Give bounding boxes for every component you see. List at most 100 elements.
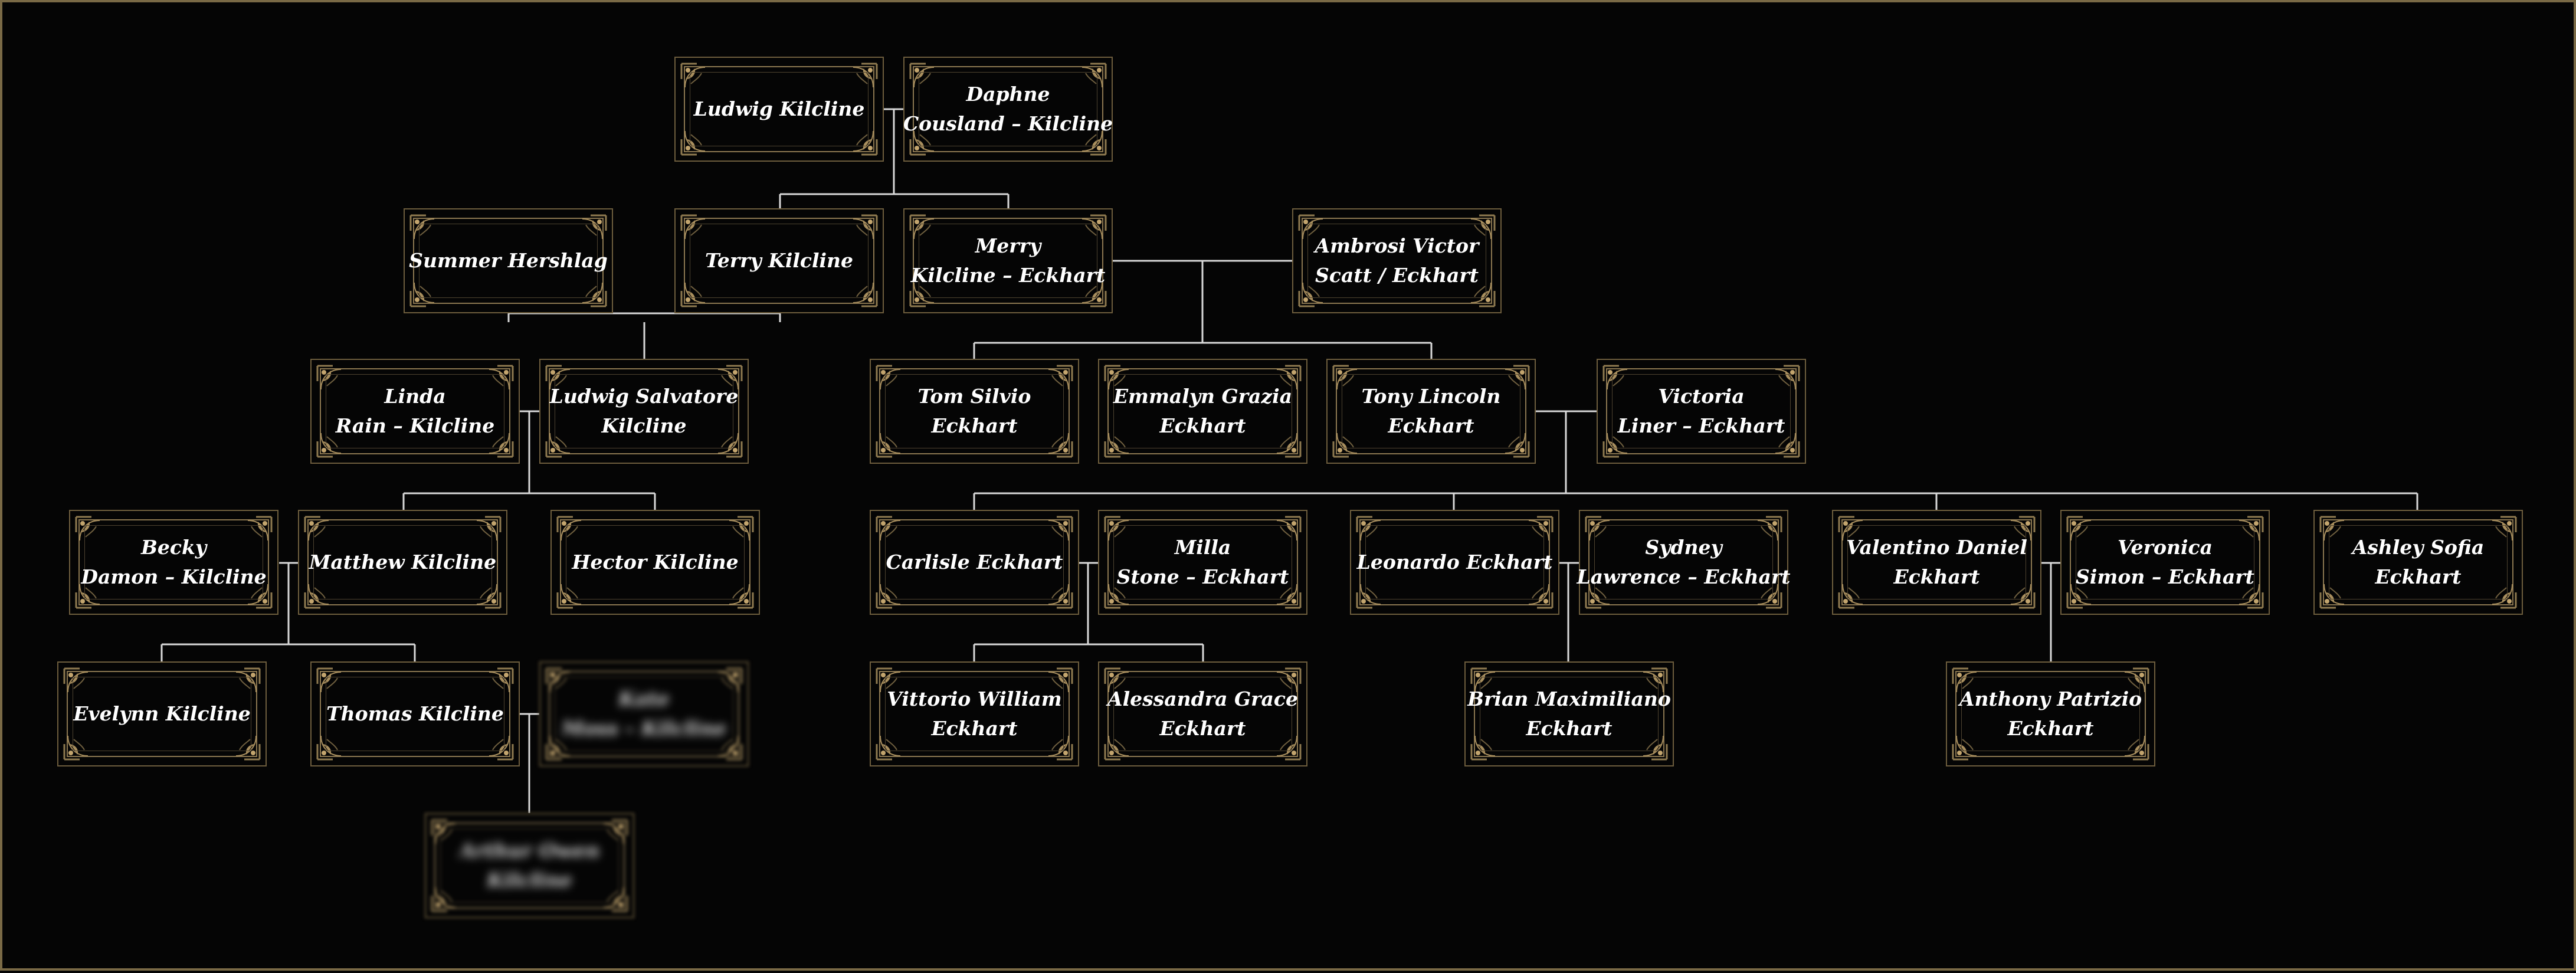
person-name: Emmalyn Grazia — [1113, 385, 1293, 408]
person-card-sydney[interactable]: Sydney Lawrence – Eckhart — [1577, 510, 1791, 615]
corner-ornament-icon — [847, 213, 879, 245]
person-name: Evelynn Kilcline — [73, 702, 251, 725]
person-card-linda[interactable]: Linda Rain – Kilcline — [310, 359, 520, 464]
person-card-vittorio[interactable]: Vittorio William Eckhart — [870, 661, 1079, 766]
person-card-matthew[interactable]: Matthew Kilcline — [298, 510, 507, 615]
person-name: Linda — [384, 385, 446, 408]
person-surname: Eckhart — [1893, 565, 1980, 588]
corner-ornament-icon — [1355, 515, 1387, 546]
corner-ornament-icon — [2486, 578, 2518, 610]
person-card-evelynn[interactable]: Evelynn Kilcline — [57, 661, 267, 766]
corner-ornament-icon — [679, 213, 711, 245]
person-card-carlisle[interactable]: Carlisle Eckhart — [870, 510, 1079, 615]
person-surname: Eckhart — [2007, 717, 2094, 740]
corner-ornament-icon — [1637, 730, 1669, 762]
person-card-ludwig-salvatore[interactable]: Ludwig Salvatore Kilcline — [539, 359, 749, 464]
corner-ornament-icon — [430, 882, 461, 913]
person-card-thomas[interactable]: Thomas Kilcline — [310, 661, 520, 766]
person-card-blurred-child[interactable]: Arthur Owen Kilcline — [425, 813, 634, 918]
corner-ornament-icon — [430, 818, 461, 850]
person-card-milla[interactable]: Milla Stone – Eckhart — [1098, 510, 1307, 615]
person-name: Milla — [1174, 536, 1231, 559]
person-card-hector[interactable]: Hector Kilcline — [550, 510, 760, 615]
corner-ornament-icon — [74, 515, 106, 546]
corner-ornament-icon — [908, 61, 940, 93]
person-card-becky[interactable]: Becky Damon – Kilcline — [69, 510, 278, 615]
corner-ornament-icon — [2233, 515, 2265, 546]
corner-ornament-icon — [555, 578, 587, 610]
person-card-summer[interactable]: Summer Hershlag — [404, 208, 613, 313]
person-name: Summer Hershlag — [409, 249, 608, 272]
person-card-ashley[interactable]: Ashley Sofia Eckhart — [2313, 510, 2523, 615]
corner-ornament-icon — [1331, 427, 1363, 459]
person-name: Terry Kilcline — [704, 249, 854, 272]
corner-ornament-icon — [471, 515, 503, 546]
corner-ornament-icon — [544, 666, 576, 698]
corner-ornament-icon — [408, 277, 440, 309]
person-card-anthony[interactable]: Anthony Patrizio Eckhart — [1946, 661, 2155, 766]
person-card-victoria[interactable]: Victoria Liner – Eckhart — [1597, 359, 1806, 464]
corner-ornament-icon — [2318, 515, 2350, 546]
corner-ornament-icon — [1271, 730, 1303, 762]
person-card-valentino[interactable]: Valentino Daniel Eckhart — [1832, 510, 2041, 615]
corner-ornament-icon — [2065, 515, 2097, 546]
person-name: Victoria — [1658, 385, 1745, 408]
person-card-veronica[interactable]: Veronica Simon – Eckhart — [2060, 510, 2270, 615]
person-name: Merry — [975, 234, 1041, 257]
person-surname: Eckhart — [1388, 414, 1474, 437]
corner-ornament-icon — [1837, 578, 1869, 610]
corner-ornament-icon — [1523, 578, 1555, 610]
corner-ornament-icon — [1043, 578, 1074, 610]
person-surname: Eckhart — [931, 414, 1018, 437]
person-name: Arthur Owen — [459, 839, 600, 862]
corner-ornament-icon — [1043, 427, 1074, 459]
person-card-emmalyn[interactable]: Emmalyn Grazia Eckhart — [1098, 359, 1307, 464]
person-card-tony[interactable]: Tony Lincoln Eckhart — [1326, 359, 1536, 464]
corner-ornament-icon — [908, 213, 940, 245]
person-name: Vittorio William — [887, 687, 1062, 710]
corner-ornament-icon — [712, 427, 744, 459]
corner-ornament-icon — [598, 882, 630, 913]
corner-ornament-icon — [230, 730, 262, 762]
person-surname: Moss – Kilcline — [561, 717, 727, 740]
person-surname: Eckhart — [1159, 414, 1246, 437]
person-card-leonardo[interactable]: Leonardo Eckhart — [1350, 510, 1559, 615]
person-surname: Scatt / Eckhart — [1315, 264, 1479, 287]
person-card-daphne[interactable]: Daphne Cousland – Kilcline — [903, 57, 1113, 162]
person-card-blurred-spouse[interactable]: Kate Moss – Kilcline — [539, 661, 749, 766]
corner-ornament-icon — [483, 730, 515, 762]
corner-ornament-icon — [723, 515, 755, 546]
corner-ornament-icon — [2119, 730, 2151, 762]
corner-ornament-icon — [712, 666, 744, 698]
corner-ornament-icon — [1499, 363, 1531, 395]
person-card-terry[interactable]: Terry Kilcline — [674, 208, 884, 313]
person-surname: Eckhart — [1159, 717, 1246, 740]
person-surname: Cousland – Kilcline — [903, 112, 1113, 135]
corner-ornament-icon — [544, 427, 576, 459]
person-card-brian[interactable]: Brian Maximiliano Eckhart — [1464, 661, 1674, 766]
person-surname: Stone – Eckhart — [1116, 565, 1289, 588]
person-card-tom[interactable]: Tom Silvio Eckhart — [870, 359, 1079, 464]
corner-ornament-icon — [1469, 730, 1501, 762]
person-name: Sydney — [1645, 536, 1722, 559]
person-surname: Lawrence – Eckhart — [1577, 565, 1791, 588]
corner-ornament-icon — [1523, 515, 1555, 546]
person-card-alessandra[interactable]: Alessandra Grace Eckhart — [1098, 661, 1307, 766]
corner-ornament-icon — [847, 61, 879, 93]
corner-ornament-icon — [679, 277, 711, 309]
corner-ornament-icon — [471, 578, 503, 610]
corner-ornament-icon — [1103, 515, 1135, 546]
corner-ornament-icon — [1043, 730, 1074, 762]
person-surname: Simon – Eckhart — [2076, 565, 2254, 588]
corner-ornament-icon — [1043, 363, 1074, 395]
corner-ornament-icon — [847, 125, 879, 157]
person-card-ambrosi[interactable]: Ambrosi Victor Scatt / Eckhart — [1292, 208, 1502, 313]
corner-ornament-icon — [2318, 578, 2350, 610]
person-card-ludwig-kilcline[interactable]: Ludwig Kilcline — [674, 57, 884, 162]
person-name: Alessandra Grace — [1107, 687, 1299, 710]
corner-ornament-icon — [1951, 730, 1982, 762]
corner-ornament-icon — [576, 277, 608, 309]
corner-ornament-icon — [847, 277, 879, 309]
person-card-merry[interactable]: Merry Kilcline – Eckhart — [903, 208, 1113, 313]
